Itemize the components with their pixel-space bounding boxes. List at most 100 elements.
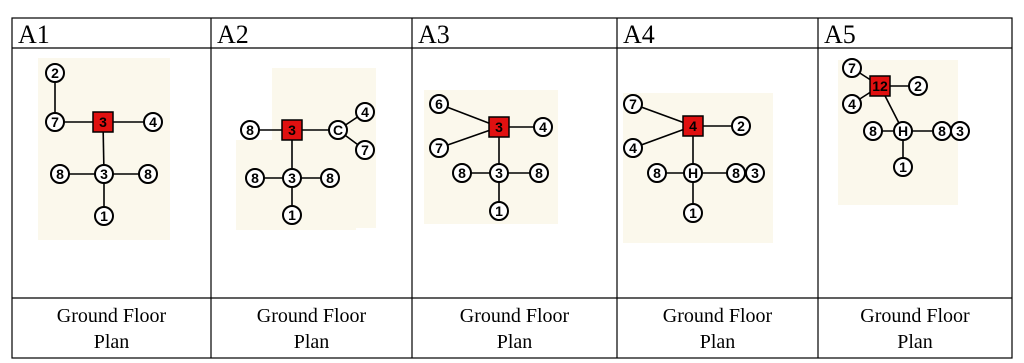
room-label: 1 bbox=[495, 203, 503, 219]
room-label: 2 bbox=[51, 65, 59, 81]
room-label: 4 bbox=[629, 140, 637, 156]
column-header: A4 bbox=[623, 20, 655, 49]
room-circle-shape bbox=[529, 163, 549, 183]
room-label: 3 bbox=[495, 119, 503, 135]
room-circle-shape bbox=[842, 94, 862, 114]
room-label: 8 bbox=[535, 165, 543, 181]
room-label: 2 bbox=[914, 78, 922, 94]
room-circle-shape bbox=[94, 206, 114, 226]
room-label: 7 bbox=[51, 114, 59, 130]
room-node-circle: 4 bbox=[842, 94, 862, 114]
room-node-circle: 1 bbox=[489, 201, 509, 221]
room-label: 3 bbox=[495, 165, 503, 181]
room-circle-shape bbox=[355, 140, 375, 160]
table-grid-lines bbox=[11, 17, 1013, 359]
room-node-circle: 7 bbox=[429, 138, 449, 158]
room-circle-shape bbox=[282, 168, 302, 188]
room-node-circle: 7 bbox=[45, 112, 65, 132]
room-label: 8 bbox=[938, 123, 946, 139]
room-square-shape bbox=[281, 119, 303, 141]
room-label: 7 bbox=[848, 60, 856, 76]
room-label: 4 bbox=[361, 104, 369, 120]
room-label: 1 bbox=[899, 159, 907, 175]
room-node-square: 3 bbox=[488, 116, 510, 138]
room-label: 3 bbox=[751, 165, 759, 181]
room-node-circle: 4 bbox=[143, 112, 163, 132]
room-node-circle: 1 bbox=[683, 203, 703, 223]
room-node-circle: 8 bbox=[138, 164, 158, 184]
column-header: A3 bbox=[418, 20, 450, 49]
room-node-circle: 3 bbox=[950, 121, 970, 141]
room-label: 3 bbox=[288, 122, 296, 138]
room-label: 8 bbox=[56, 166, 64, 182]
room-label: 3 bbox=[99, 114, 107, 130]
room-square-shape bbox=[869, 75, 891, 97]
room-node-circle: 7 bbox=[842, 58, 862, 78]
room-label: 7 bbox=[361, 142, 369, 158]
caption-line-1: Ground Floor bbox=[860, 305, 970, 327]
room-square-shape bbox=[92, 111, 114, 133]
room-circle-shape bbox=[489, 163, 509, 183]
room-label: 8 bbox=[732, 165, 740, 181]
caption-line-1: Ground Floor bbox=[57, 305, 167, 327]
room-label: 12 bbox=[872, 78, 888, 94]
room-node-square: 4 bbox=[682, 115, 704, 137]
room-label: 8 bbox=[653, 165, 661, 181]
room-circle-shape bbox=[328, 120, 348, 140]
diagram-panel bbox=[424, 90, 558, 224]
room-label: 7 bbox=[435, 140, 443, 156]
room-label: 4 bbox=[689, 118, 697, 134]
room-circle-shape bbox=[842, 58, 862, 78]
room-label: 3 bbox=[288, 170, 296, 186]
room-circle-shape bbox=[623, 138, 643, 158]
room-node-circle: 7 bbox=[623, 94, 643, 114]
caption-line-2: Plan bbox=[497, 331, 533, 353]
room-node-circle: 8 bbox=[726, 163, 746, 183]
room-node-circle: 1 bbox=[893, 157, 913, 177]
caption-line-2: Plan bbox=[294, 331, 330, 353]
room-node-circle: 8 bbox=[240, 120, 260, 140]
room-label: 4 bbox=[149, 114, 157, 130]
room-circle-shape bbox=[863, 121, 883, 141]
room-label: 7 bbox=[629, 96, 637, 112]
room-circle-shape bbox=[429, 138, 449, 158]
room-circle-shape bbox=[452, 163, 472, 183]
room-node-circle: 3 bbox=[745, 163, 765, 183]
room-circle-shape bbox=[893, 157, 913, 177]
room-node-circle: 3 bbox=[282, 168, 302, 188]
room-node-circle: 8 bbox=[863, 121, 883, 141]
room-node-circle: 8 bbox=[245, 168, 265, 188]
room-label: 8 bbox=[869, 123, 877, 139]
room-circle-shape bbox=[908, 76, 928, 96]
room-circle-shape bbox=[683, 203, 703, 223]
room-node-circle: 4 bbox=[533, 117, 553, 137]
room-node-circle: 8 bbox=[932, 121, 952, 141]
room-circle-shape bbox=[489, 201, 509, 221]
caption-line-2: Plan bbox=[897, 331, 933, 353]
room-node-circle: 1 bbox=[94, 206, 114, 226]
room-label: C bbox=[333, 122, 343, 138]
column-header: A5 bbox=[824, 20, 856, 49]
room-node-circle: H bbox=[683, 163, 703, 183]
room-node-circle: 8 bbox=[647, 163, 667, 183]
room-circle-shape bbox=[240, 120, 260, 140]
room-label: 8 bbox=[326, 170, 334, 186]
room-node-circle: 4 bbox=[623, 138, 643, 158]
room-label: 4 bbox=[539, 119, 547, 135]
room-node-circle: 4 bbox=[355, 102, 375, 122]
room-circle-shape bbox=[94, 164, 114, 184]
room-node-circle: H bbox=[893, 121, 913, 141]
room-label: 8 bbox=[246, 122, 254, 138]
room-node-circle: 2 bbox=[908, 76, 928, 96]
room-circle-shape bbox=[138, 164, 158, 184]
room-node-circle: C bbox=[328, 120, 348, 140]
room-node-circle: 3 bbox=[94, 164, 114, 184]
room-circle-shape bbox=[647, 163, 667, 183]
caption-line-2: Plan bbox=[700, 331, 736, 353]
room-circle-shape bbox=[355, 102, 375, 122]
room-label: 8 bbox=[144, 166, 152, 182]
